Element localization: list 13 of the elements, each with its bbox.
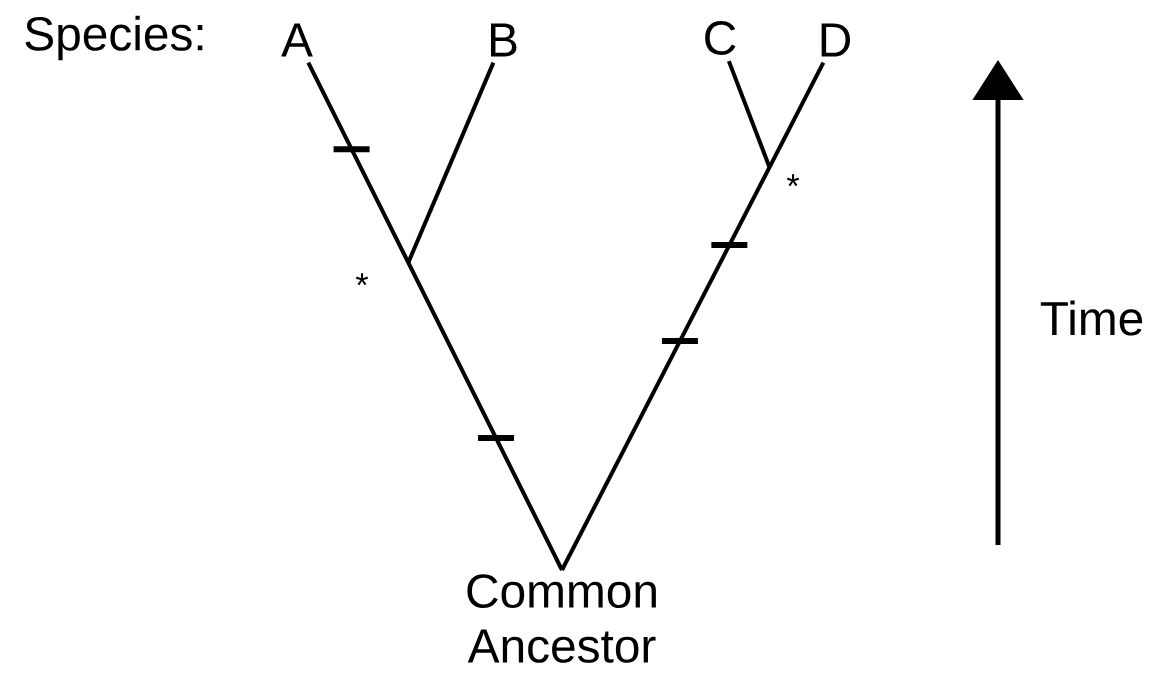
text-label: Time xyxy=(1040,300,1143,336)
species-label: B xyxy=(491,23,517,57)
species-label: C xyxy=(705,21,736,55)
text-label: Species: xyxy=(25,15,203,61)
ancestor-label: Common Ancestor xyxy=(467,574,656,663)
branch-line xyxy=(560,61,826,571)
text-label: * xyxy=(786,174,800,187)
species-label: A xyxy=(281,23,313,57)
branch-line xyxy=(727,60,772,168)
species-label: D xyxy=(821,23,850,57)
branch-line xyxy=(306,61,564,571)
text-label: * xyxy=(355,273,369,286)
branch-line xyxy=(406,61,496,264)
